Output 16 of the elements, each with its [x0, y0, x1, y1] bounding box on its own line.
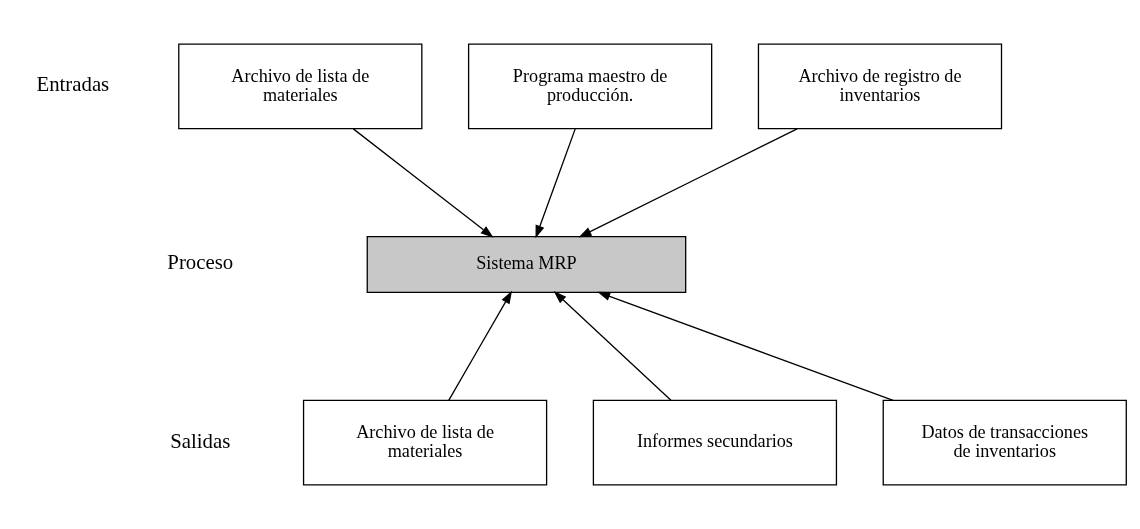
node-box: Archivo de lista de materiales — [302, 399, 548, 486]
node-box: Archivo de registro de inventarios — [757, 43, 1003, 130]
label: Proceso — [167, 250, 234, 274]
arrow — [553, 291, 672, 401]
arrow — [352, 128, 494, 238]
node-box: Archivo de lista de materiales — [178, 43, 423, 130]
node-box: Informes secundarios — [592, 399, 838, 486]
arrow — [448, 290, 513, 401]
node-box: Programa maestro de producción. — [467, 43, 713, 130]
arrow — [578, 128, 798, 238]
label: Salidas — [170, 428, 231, 452]
arrow — [597, 291, 894, 401]
label: Entradas — [36, 72, 110, 96]
node-box: Sistema MRP — [366, 235, 687, 294]
arrow — [535, 128, 576, 239]
node-box: Datos de transacciones de inventarios — [882, 399, 1127, 486]
